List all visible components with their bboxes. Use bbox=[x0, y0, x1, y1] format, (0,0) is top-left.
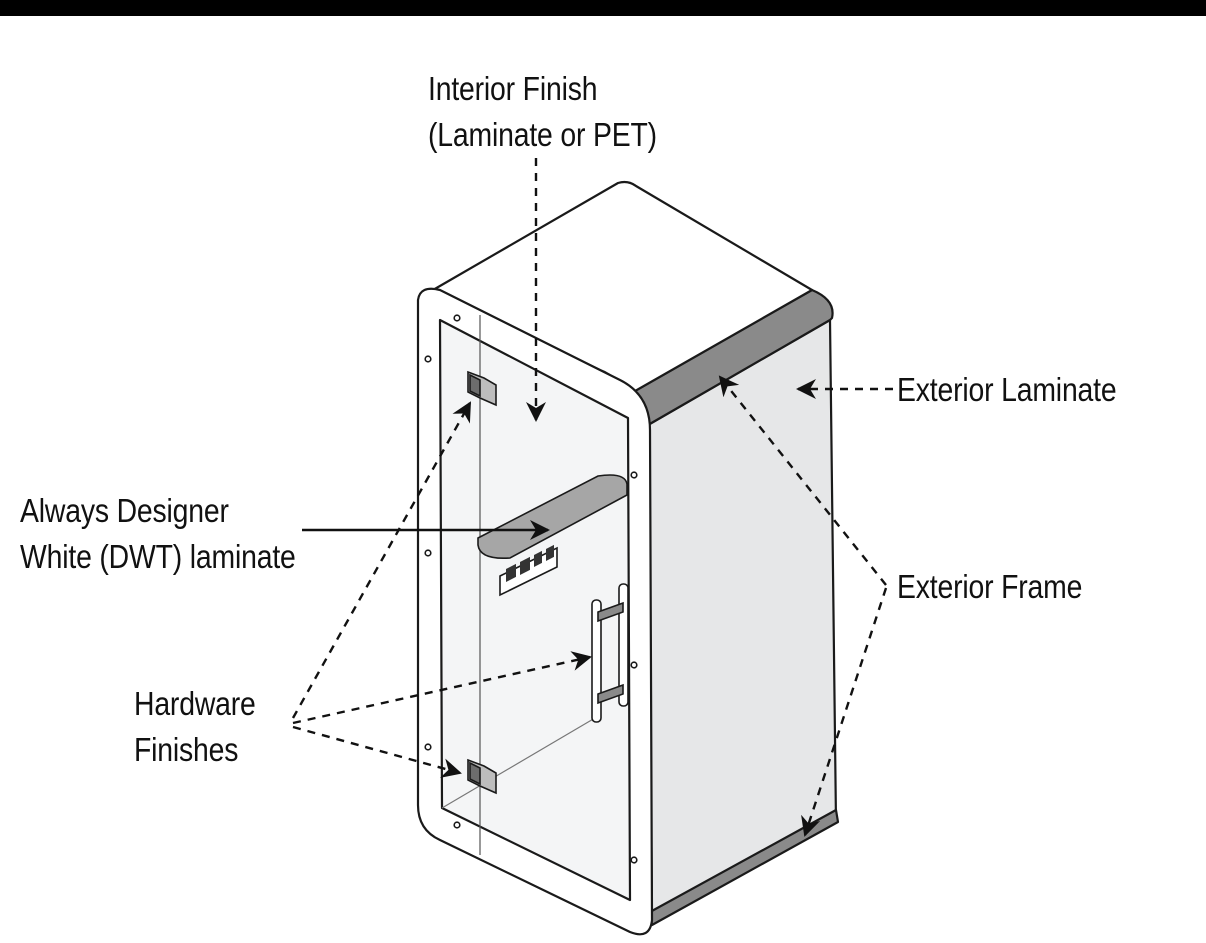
leader-lines bbox=[291, 158, 893, 837]
power-outlet-module bbox=[499, 544, 558, 597]
door-pull-handle bbox=[591, 583, 629, 723]
label-always-designer-white: Always Designer White (DWT) laminate bbox=[20, 488, 296, 580]
label-interior-finish-line2: (Laminate or PET) bbox=[428, 116, 657, 153]
leader-exterior-frame-bottom bbox=[801, 587, 888, 837]
interior-floor-edge bbox=[441, 717, 596, 809]
label-always-designer-white-line2: White (DWT) laminate bbox=[20, 538, 296, 575]
top-black-bar bbox=[0, 0, 1206, 16]
label-hardware-finishes-line2: Finishes bbox=[134, 731, 239, 768]
leader-hardware-handle bbox=[292, 651, 592, 725]
label-hardware-finishes: Hardware Finishes bbox=[134, 681, 256, 773]
label-interior-finish-line1: Interior Finish bbox=[428, 70, 598, 107]
frame-screws bbox=[424, 314, 638, 864]
label-hardware-finishes-line1: Hardware bbox=[134, 685, 256, 722]
label-exterior-laminate-text: Exterior Laminate bbox=[897, 371, 1117, 408]
front-glass-door bbox=[438, 318, 632, 902]
label-exterior-laminate: Exterior Laminate bbox=[897, 367, 1117, 413]
label-interior-finish: Interior Finish (Laminate or PET) bbox=[428, 66, 657, 158]
label-exterior-frame: Exterior Frame bbox=[897, 564, 1082, 610]
label-always-designer-white-line1: Always Designer bbox=[20, 492, 229, 529]
label-exterior-frame-text: Exterior Frame bbox=[897, 568, 1083, 605]
desk-shelf bbox=[477, 474, 628, 560]
door-hinges bbox=[467, 370, 497, 795]
booth bbox=[416, 180, 840, 936]
leader-hardware-top-hinge bbox=[291, 401, 472, 719]
